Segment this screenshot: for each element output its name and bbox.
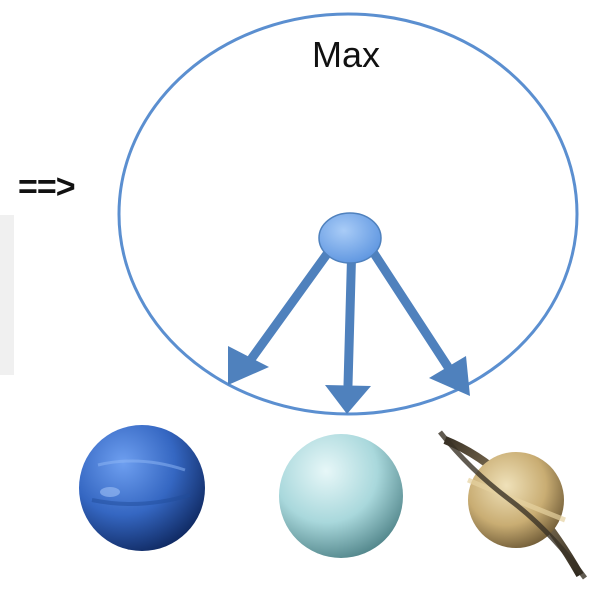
background-smudge (0, 215, 14, 375)
neptune-icon (79, 425, 205, 551)
arrow-left (228, 236, 340, 385)
arrow-text: ==> (18, 168, 75, 207)
arrow-right (364, 238, 470, 396)
saturn-icon (440, 432, 585, 578)
uranus-icon (279, 434, 403, 558)
max-label: Max (312, 34, 380, 76)
arrow-middle (325, 240, 371, 414)
central-node (319, 213, 381, 263)
